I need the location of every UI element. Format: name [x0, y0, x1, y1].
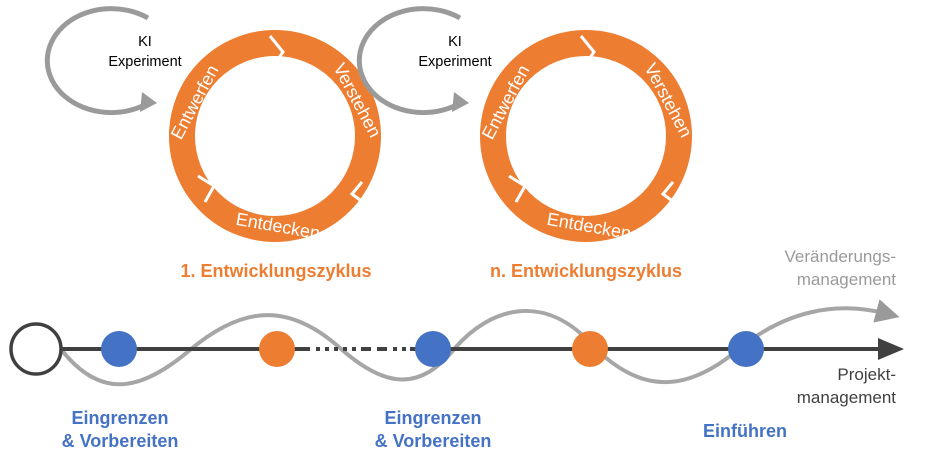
phase-label-line1: Eingrenzen	[384, 408, 481, 428]
change-management-label-line1: Veränderungs-	[784, 247, 896, 266]
ki-experiment-arrowhead	[452, 92, 469, 112]
milestone-orange	[572, 331, 608, 367]
ki-experiment-label-line1: KI	[448, 34, 462, 50]
ki-experiment-loop-arrow	[44, 6, 152, 116]
development-cycle-n: KI Experiment Entwerfen Verstehen Entdec…	[356, 6, 696, 281]
ki-experiment-loop-arrow	[356, 6, 464, 116]
cycle-notch-top	[579, 35, 596, 69]
project-management-label-line2: management	[797, 388, 897, 407]
cycle-notch-lower-left	[197, 174, 217, 203]
ki-experiment-label-line1: KI	[138, 34, 152, 50]
milestone-orange	[259, 331, 295, 367]
cycle-title: 1. Entwicklungszyklus	[180, 261, 371, 281]
cycle-title: n. Entwicklungszyklus	[490, 261, 682, 281]
change-management-wave	[58, 299, 900, 387]
cycle-notch-lower-left	[508, 174, 528, 203]
development-cycle-1: KI Experiment Entwerfen Verstehen Entdec…	[44, 6, 385, 281]
ki-experiment-arrowhead	[140, 92, 157, 112]
cycle-notch-lower-right	[349, 181, 369, 208]
cycle-notch-lower-right	[660, 181, 680, 208]
timeline-arrowhead	[878, 338, 904, 360]
project-management-line	[62, 338, 904, 360]
ki-experiment-label-line2: Experiment	[108, 54, 181, 70]
milestone-blue	[728, 331, 764, 367]
cycle-notch-top	[268, 35, 285, 69]
ki-experiment-label-line2: Experiment	[418, 54, 491, 70]
phase-label-line2: & Vorbereiten	[375, 431, 492, 451]
project-management-label-line1: Projekt-	[837, 365, 896, 384]
phase-label-line2: & Vorbereiten	[62, 431, 179, 451]
start-marker	[9, 322, 63, 376]
phase-label-line1: Eingrenzen	[71, 408, 168, 428]
milestone-blue	[101, 331, 137, 367]
milestone-blue	[415, 331, 451, 367]
phase-label-line1: Einführen	[703, 421, 787, 441]
change-management-label-line2: management	[797, 270, 897, 289]
